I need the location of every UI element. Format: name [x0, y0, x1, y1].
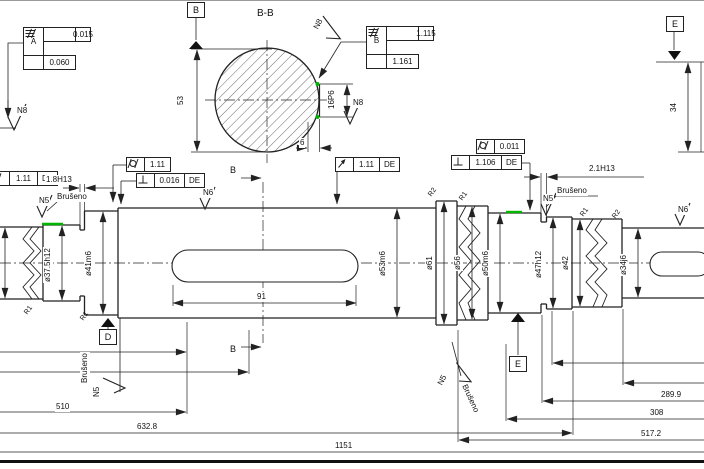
- finish-n5-label: N5: [542, 194, 555, 204]
- extension-lines: [79, 48, 704, 442]
- dim-keyway-depth: 6: [299, 138, 306, 148]
- datum-label: B: [192, 5, 199, 15]
- highlight-marks: [42, 82, 522, 226]
- finish-n8-label: N8: [16, 106, 29, 116]
- dim-keyway-length: 91: [256, 292, 267, 302]
- datum-label: E: [514, 359, 521, 369]
- tolerance-value: 1.161: [386, 54, 419, 69]
- tolerance-datum: A: [23, 27, 44, 56]
- datum-box-d: D: [99, 329, 117, 345]
- tolerance-value: 1.11: [144, 157, 171, 172]
- dim-dia-thread-mid: ø56: [453, 255, 463, 271]
- datum-label: D: [104, 332, 112, 342]
- keyway-slots: [171, 249, 704, 283]
- tolerance-frame-top-left: 0.015 A 0.060: [23, 27, 93, 70]
- dim-517: 517.2: [640, 429, 663, 439]
- dim-510: 510: [55, 402, 71, 412]
- dim-dia-collar: ø61: [425, 255, 435, 271]
- dimension-lines: [0, 49, 704, 453]
- dim-keyway-width: 16P6: [327, 89, 337, 110]
- tolerance-value: 1.106: [469, 155, 502, 170]
- finish-ground-label: Brušeno: [80, 352, 90, 384]
- finish-ground-label: Brušeno: [56, 192, 88, 202]
- dim-dia-journal4: ø34j6: [619, 253, 629, 276]
- dim-dia-journal3: ø50m6: [481, 250, 491, 277]
- tolerance-value: 1.11: [353, 157, 380, 172]
- datum-label: E: [671, 19, 678, 29]
- tolerance-frame-left-cylindricity: 1.11: [126, 157, 171, 172]
- tolerance-frame-section: 1.115 B 1.161: [366, 26, 436, 69]
- tolerance-frame-right-perpendicularity: 1.106 DE: [451, 155, 522, 170]
- symmetry-icon: [366, 29, 387, 69]
- cylindricity-icon: [126, 157, 145, 172]
- tolerance-value: 0.015: [73, 27, 93, 42]
- dim-section-dia: 53: [176, 95, 186, 106]
- symmetry-icon: [23, 30, 44, 70]
- parallelism-icon: [370, 26, 419, 41]
- dim-groove-left: 1.8H13: [45, 175, 73, 185]
- cylindricity-icon: [476, 139, 495, 154]
- tolerance-datum: DE: [184, 173, 205, 188]
- dim-1151: 1151: [334, 441, 354, 451]
- dim-detail-34: 34: [669, 102, 679, 113]
- dim-dia-relief-left: ø37.5h12: [43, 247, 53, 283]
- perpendicularity-icon: [136, 173, 155, 188]
- shaft-outline: [0, 200, 704, 326]
- datum-box-b: B: [187, 2, 205, 18]
- datum-box-e-detail: E: [666, 16, 684, 32]
- runout-icon: [335, 157, 354, 172]
- dim-308: 308: [649, 408, 665, 418]
- tolerance-datum: DE: [501, 155, 522, 170]
- dim-dia-thread-right: ø42: [561, 255, 571, 271]
- tolerance-value: 0.016: [154, 173, 185, 188]
- finish-n6-label: N6: [677, 205, 690, 215]
- dim-dia-relief-right: ø47h12: [534, 249, 544, 279]
- perpendicularity-icon: [451, 155, 470, 170]
- tolerance-value: 0.011: [494, 139, 525, 154]
- cut-arrow-label-bottom: B: [229, 344, 238, 354]
- dim-289: 289.9: [660, 390, 683, 400]
- tolerance-frame-mid-runout: 1.11 DE: [335, 157, 400, 172]
- centerlines: [0, 40, 704, 343]
- dim-dia-journal1: ø41m6: [84, 250, 94, 277]
- tolerance-value: 1.115: [416, 26, 436, 41]
- cut-arrow-label-top: B: [229, 165, 238, 175]
- finish-n5-label: N5: [92, 385, 102, 398]
- dim-dia-journal2: ø53m6: [378, 250, 388, 277]
- finish-n8-label: N8: [352, 98, 365, 108]
- parallelism-icon: [27, 27, 76, 42]
- finish-ground-label: Brušeno: [556, 186, 588, 196]
- finish-n5-label: N5: [38, 196, 51, 206]
- section-title: B-B: [256, 8, 275, 19]
- datum-box-e: E: [509, 356, 527, 372]
- tolerance-datum: DE: [379, 157, 400, 172]
- finish-n6-label: N6: [202, 188, 215, 198]
- tolerance-value: 0.060: [43, 55, 76, 70]
- dim-groove-right: 2.1H13: [588, 164, 616, 174]
- tolerance-value: 1.11: [9, 171, 38, 186]
- tolerance-frame-right-cylindricity: 0.011: [476, 139, 525, 154]
- dim-632: 632.8: [136, 422, 159, 432]
- section-circle: [214, 47, 321, 153]
- tolerance-frame-left-perpendicularity: 0.016 DE: [136, 173, 205, 188]
- datum-triangles: [101, 41, 681, 327]
